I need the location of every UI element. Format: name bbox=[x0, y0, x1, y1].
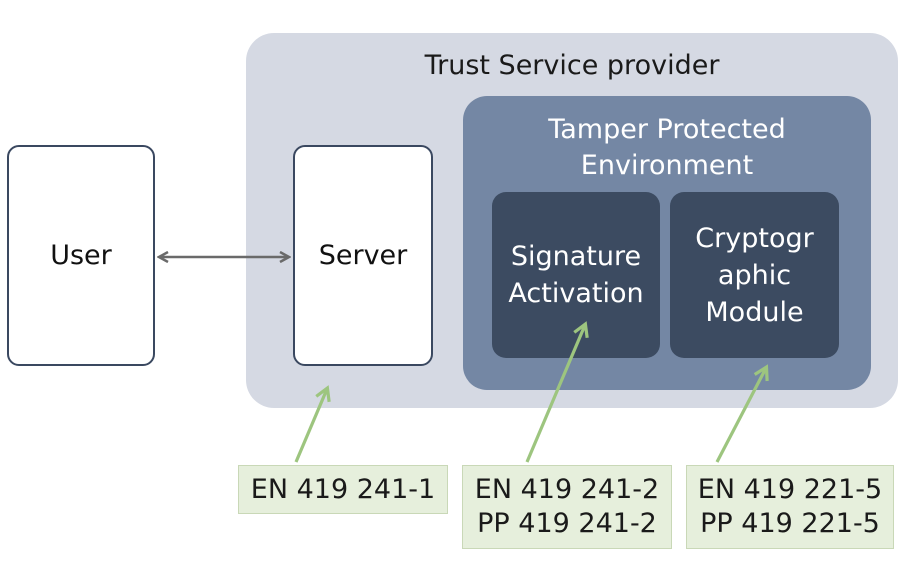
crypto-standard-arrow bbox=[715, 364, 769, 463]
server-label: Server bbox=[318, 240, 408, 271]
crypto-standard-line-2: PP 419 221-5 bbox=[700, 508, 880, 539]
crypto-module-line-3: Module bbox=[705, 296, 804, 328]
server-standard-line-1: EN 419 241-1 bbox=[250, 473, 436, 505]
server-standard-arrow bbox=[294, 385, 331, 463]
user-box: User bbox=[7, 145, 155, 366]
server-box: Server bbox=[293, 145, 433, 366]
crypto-module-line-2: aphic bbox=[717, 259, 792, 291]
signature-standard-line-1: EN 419 241-2 bbox=[474, 474, 660, 505]
signature-standard-box: EN 419 241-2 PP 419 241-2 bbox=[462, 465, 672, 549]
tamper-title-line-1: Tamper Protected bbox=[548, 114, 786, 145]
tamper-protected-environment-title: Tamper Protected Environment bbox=[463, 112, 871, 184]
crypto-standard-box: EN 419 221-5 PP 419 221-5 bbox=[686, 465, 894, 549]
crypto-module-line-1: Cryptogr bbox=[695, 222, 814, 254]
trust-service-provider-title: Trust Service provider bbox=[424, 50, 720, 81]
signature-activation-line-2: Activation bbox=[508, 278, 644, 309]
signature-activation-line-1: Signature bbox=[510, 241, 642, 272]
signature-standard-arrow bbox=[525, 321, 589, 463]
cryptographic-module-box: Cryptogr aphic Module bbox=[670, 192, 839, 358]
server-standard-box: EN 419 241-1 bbox=[238, 465, 448, 514]
user-label: User bbox=[50, 240, 112, 271]
signature-standard-line-2: PP 419 241-2 bbox=[477, 508, 657, 539]
tamper-title-line-2: Environment bbox=[580, 150, 754, 181]
crypto-standard-line-1: EN 419 221-5 bbox=[697, 474, 883, 505]
